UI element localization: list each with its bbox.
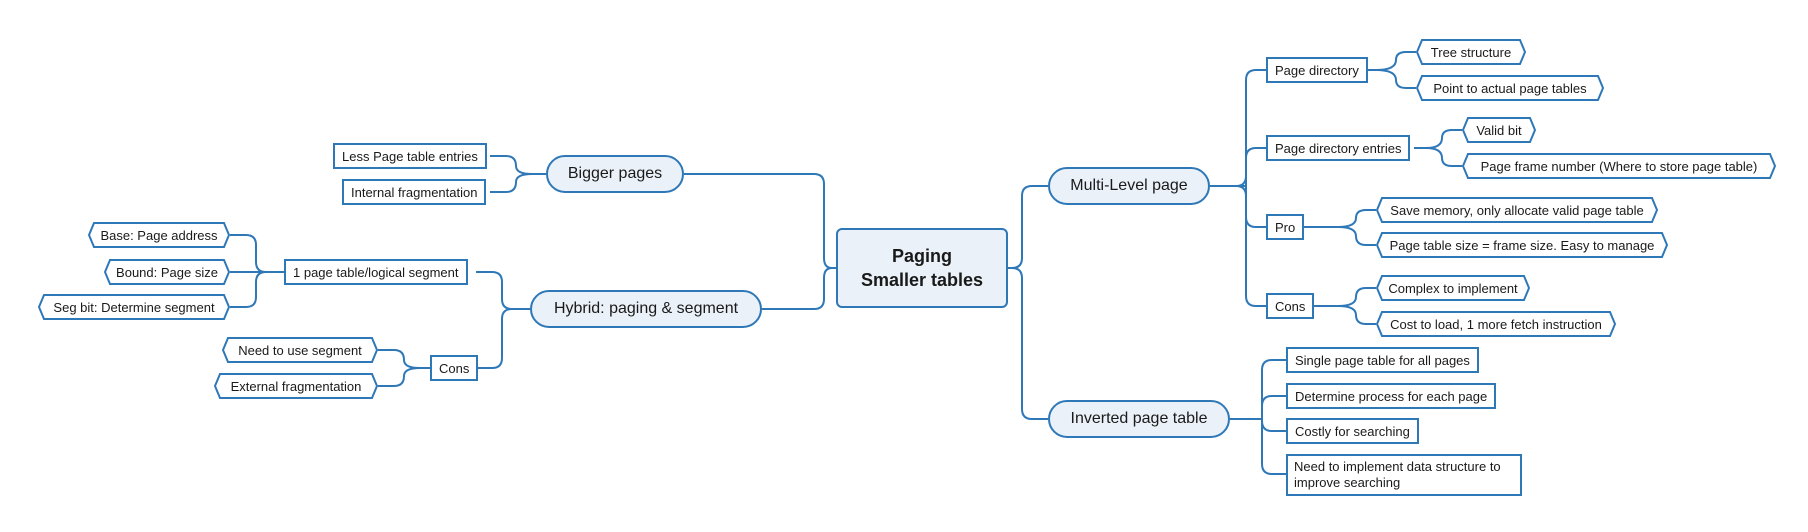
leaf-page-directory[interactable]: Page directory	[1266, 57, 1368, 83]
hex-label: Bound: Page size	[116, 264, 218, 280]
leaf-page-directory-entries[interactable]: Page directory entries	[1266, 135, 1411, 161]
leaf-internal-fragmentation[interactable]: Internal fragmentation	[342, 179, 487, 205]
hex-label: Base: Page address	[100, 227, 218, 243]
leaf-single-page-table[interactable]: Single page table for all pages	[1286, 347, 1479, 373]
root-topic[interactable]: Paging Smaller tables	[836, 228, 1008, 308]
hex-save-memory[interactable]: Save memory, only allocate valid page ta…	[1375, 197, 1659, 223]
leaf-label: Less Page table entries	[342, 148, 478, 164]
hex-valid-bit[interactable]: Valid bit	[1461, 117, 1537, 143]
leaf-label: Need to implement data structure to impr…	[1294, 459, 1501, 490]
leaf-label: Page directory entries	[1275, 140, 1402, 156]
leaf-label: Costly for searching	[1295, 423, 1410, 439]
leaf-label: Determine process for each page	[1295, 388, 1488, 404]
hex-complex-to-implement[interactable]: Complex to implement	[1375, 275, 1531, 301]
topic-inverted-label: Inverted page table	[1070, 410, 1208, 427]
leaf-costly-for-searching[interactable]: Costly for searching	[1286, 418, 1419, 444]
hex-label: Valid bit	[1476, 122, 1522, 138]
topic-multi-level-label: Multi-Level page	[1070, 177, 1188, 194]
leaf-pro[interactable]: Pro	[1266, 214, 1305, 240]
hex-label: Save memory, only allocate valid page ta…	[1390, 202, 1644, 218]
leaf-page-table-per-segment[interactable]: 1 page table/logical segment	[284, 259, 468, 285]
leaf-multi-cons[interactable]: Cons	[1266, 293, 1315, 319]
topic-multi-level-page[interactable]: Multi-Level page	[1048, 167, 1210, 205]
hex-cost-to-load[interactable]: Cost to load, 1 more fetch instruction	[1375, 311, 1617, 337]
root-title-line1: Paging	[891, 246, 952, 266]
hex-label: Seg bit: Determine segment	[53, 299, 215, 315]
hex-label: Need to use segment	[238, 342, 362, 358]
leaf-need-data-structure[interactable]: Need to implement data structure to impr…	[1286, 454, 1522, 496]
topic-bigger-pages-label: Bigger pages	[567, 165, 663, 182]
topic-bigger-pages[interactable]: Bigger pages	[546, 155, 684, 193]
leaf-label: Pro	[1275, 219, 1296, 235]
topic-hybrid-label: Hybrid: paging & segment	[553, 300, 739, 317]
leaf-label: Cons	[439, 360, 470, 376]
leaf-label: 1 page table/logical segment	[293, 264, 459, 280]
hex-label: Point to actual page tables	[1433, 80, 1587, 96]
hex-page-frame-number[interactable]: Page frame number (Where to store page t…	[1461, 153, 1777, 179]
hex-table-size-frame-size[interactable]: Page table size = frame size. Easy to ma…	[1375, 232, 1669, 258]
root-title-line2: Smaller tables	[860, 270, 984, 290]
hex-bound-page-size[interactable]: Bound: Page size	[103, 259, 231, 285]
hex-base-page-address[interactable]: Base: Page address	[87, 222, 231, 248]
leaf-hybrid-cons[interactable]: Cons	[430, 355, 479, 381]
hex-external-fragmentation[interactable]: External fragmentation	[213, 373, 379, 399]
leaf-label: Single page table for all pages	[1295, 352, 1470, 368]
leaf-determine-process[interactable]: Determine process for each page	[1286, 383, 1497, 409]
leaf-less-page-table-entries[interactable]: Less Page table entries	[333, 143, 487, 169]
hex-label: External fragmentation	[230, 378, 362, 394]
hex-tree-structure[interactable]: Tree structure	[1415, 39, 1527, 65]
topic-inverted-page-table[interactable]: Inverted page table	[1048, 400, 1230, 438]
leaf-label: Page directory	[1275, 62, 1359, 78]
leaf-label: Internal fragmentation	[351, 184, 478, 200]
hex-label: Page table size = frame size. Easy to ma…	[1389, 237, 1655, 253]
hex-point-to-page-tables[interactable]: Point to actual page tables	[1415, 75, 1605, 101]
leaf-label: Cons	[1275, 298, 1306, 314]
hex-label: Cost to load, 1 more fetch instruction	[1390, 316, 1602, 332]
hex-label: Page frame number (Where to store page t…	[1480, 158, 1758, 174]
hex-seg-bit[interactable]: Seg bit: Determine segment	[37, 294, 231, 320]
hex-need-to-use-segment[interactable]: Need to use segment	[221, 337, 379, 363]
hex-label: Tree structure	[1430, 44, 1512, 60]
topic-hybrid[interactable]: Hybrid: paging & segment	[530, 290, 762, 328]
hex-label: Complex to implement	[1388, 280, 1518, 296]
